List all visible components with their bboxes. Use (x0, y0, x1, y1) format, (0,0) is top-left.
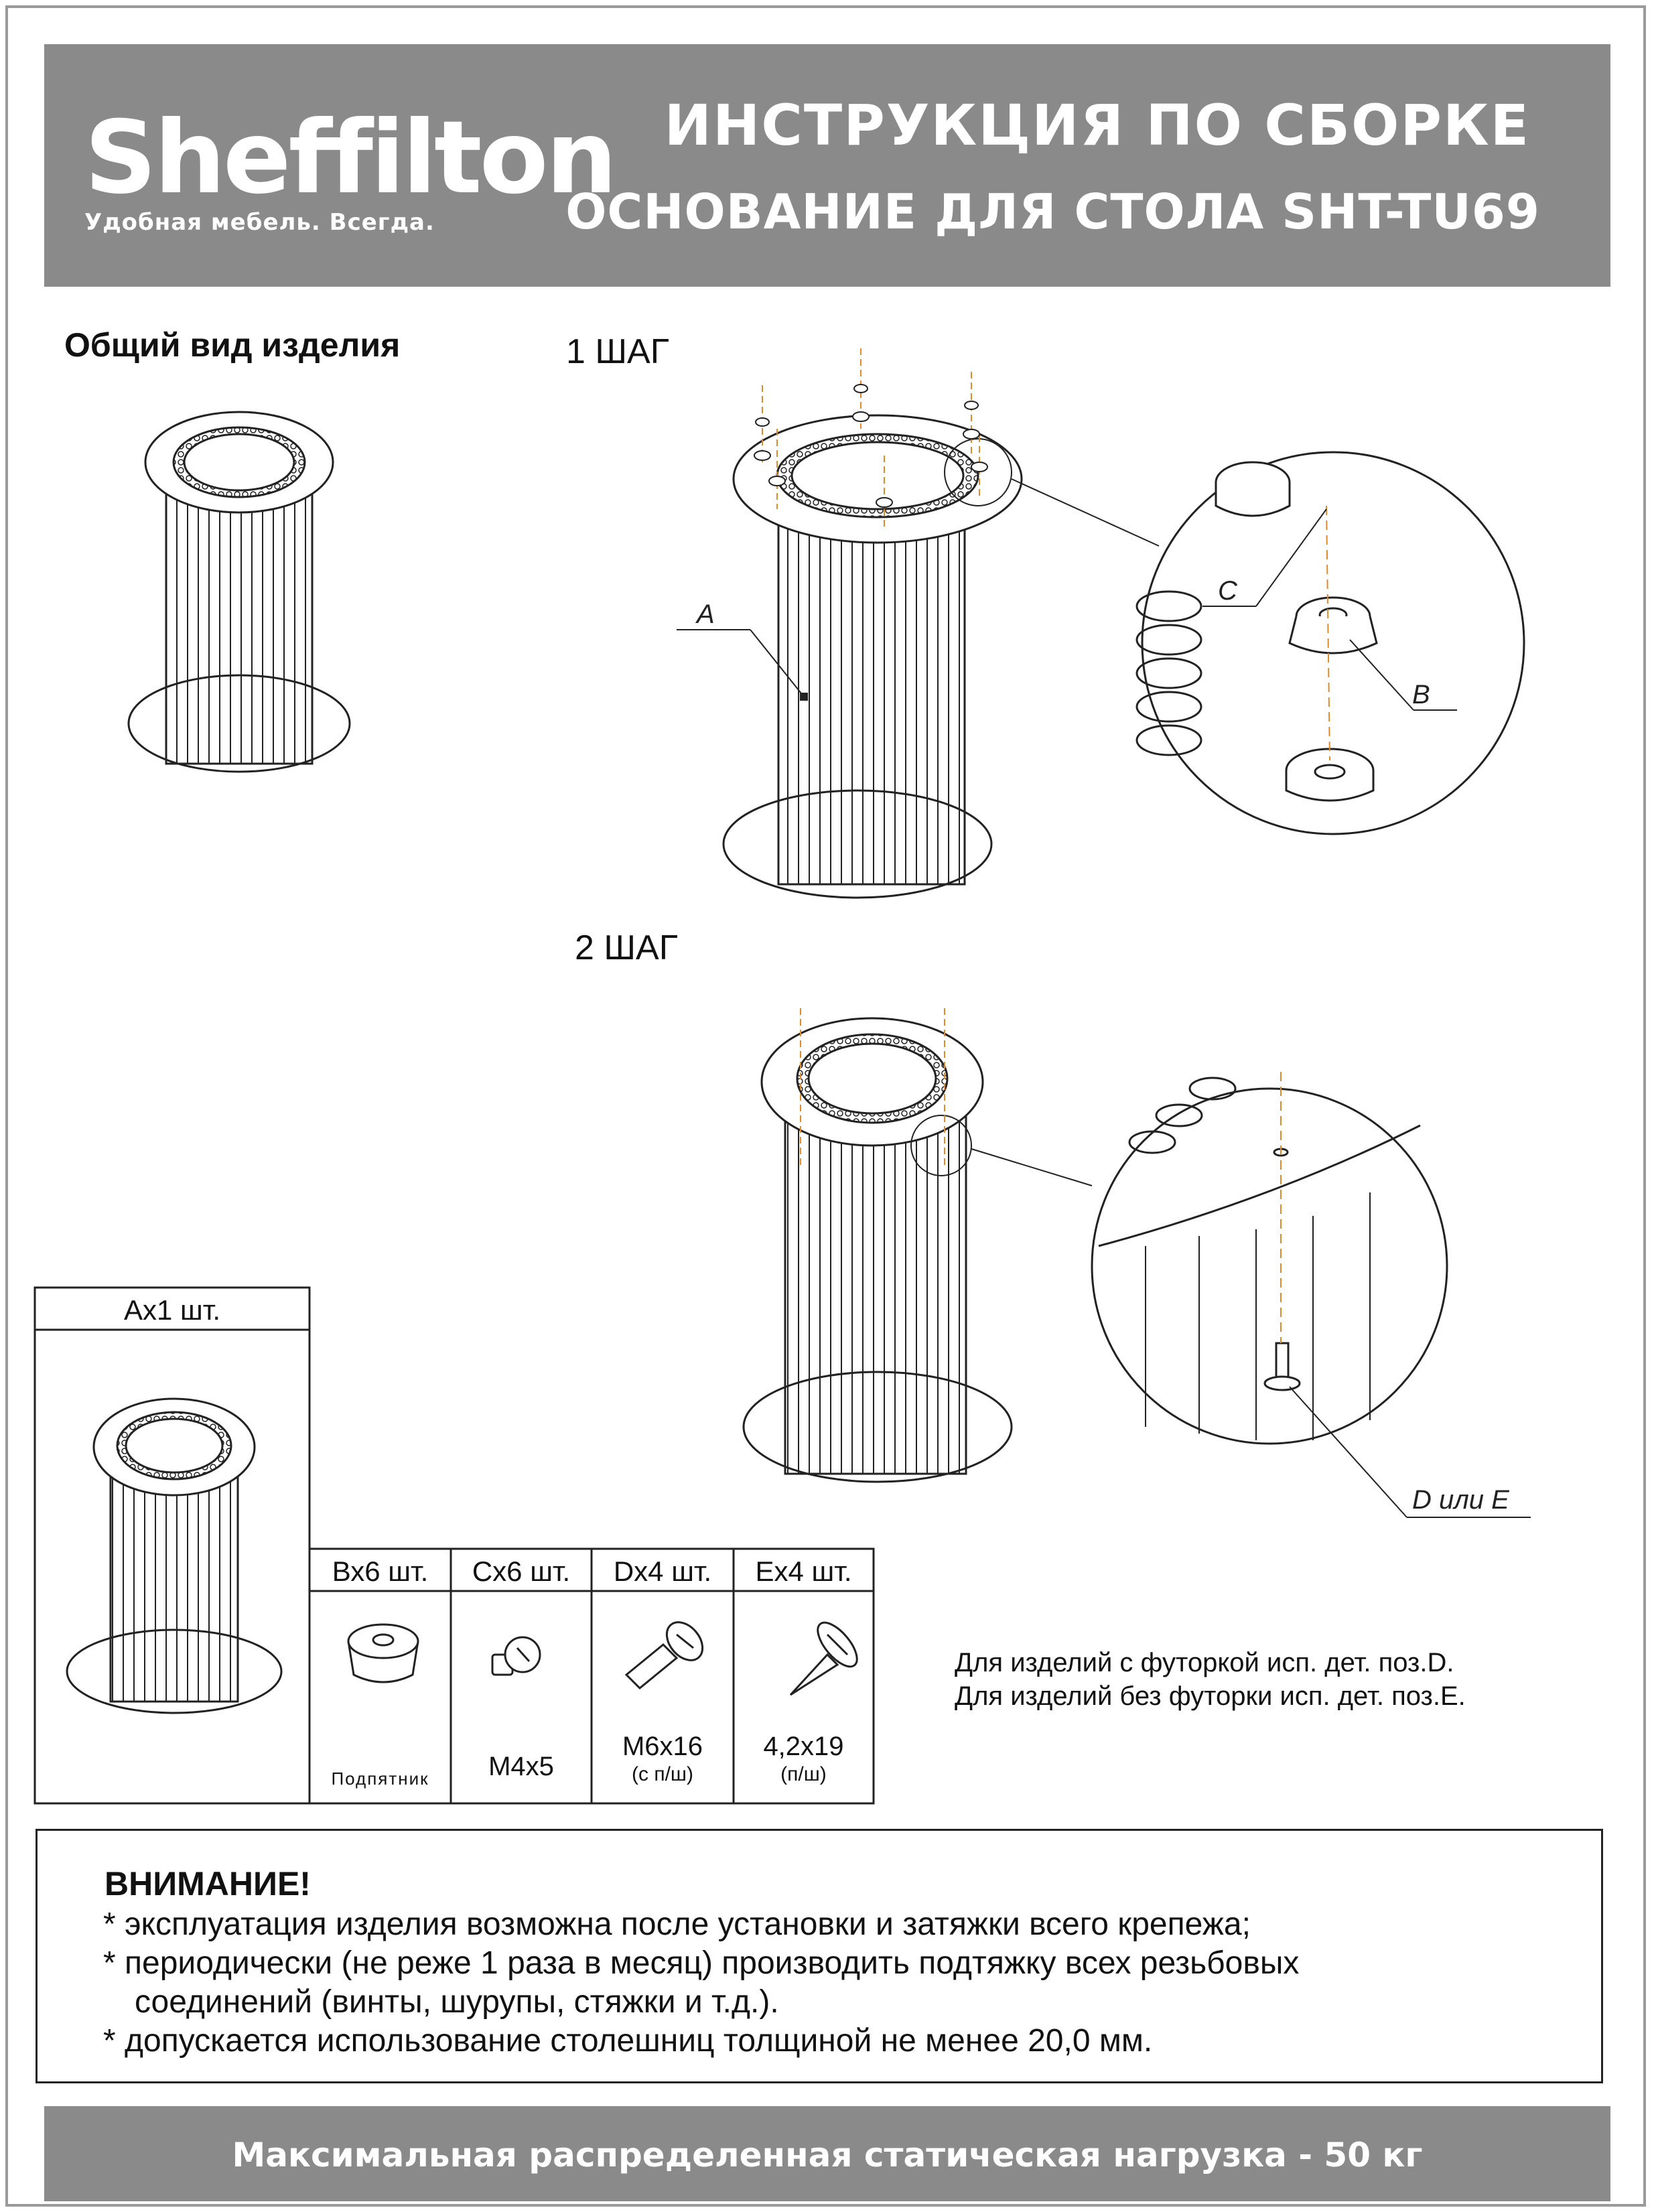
warning-line-1: * эксплуатация изделия возможна после ус… (103, 1907, 1251, 1942)
fastener-note: Для изделий с футоркой исп. дет. поз.D. … (955, 1646, 1466, 1713)
callout-a-text: A (695, 600, 715, 629)
step1-detail-axis (1326, 505, 1330, 761)
brand-tagline: Удобная мебель. Всегда. (84, 209, 435, 236)
general-view-label: Общий вид изделия (64, 326, 401, 364)
part-a-drawing (66, 1397, 283, 1714)
callout-de-leader (1289, 1386, 1531, 1518)
note-line-1: Для изделий с футоркой исп. дет. поз.D. (955, 1648, 1454, 1677)
warning-line-2: * периодически (не реже 1 раза в месяц) … (103, 1945, 1300, 1981)
step1-detail-circle (1135, 451, 1525, 835)
part-b-header: Вх6 шт. (332, 1556, 429, 1587)
part-c-screw-m4 (491, 1636, 541, 1676)
footer-banner: Максимальная распределенная статическая … (44, 2106, 1610, 2201)
callout-b-text: B (1412, 680, 1430, 709)
callout-bc-leaders (1202, 508, 1457, 711)
part-e-header: Ех4 шт. (755, 1556, 852, 1587)
part-e-subcaption: (п/ш) (780, 1763, 827, 1785)
part-c-header: Сх6 шт. (472, 1556, 571, 1587)
page-frame (5, 5, 1646, 2207)
part-d-subcaption: (с п/ш) (632, 1763, 693, 1785)
step2-base-drawing (742, 1017, 1013, 1483)
step2-axes (800, 1008, 945, 1166)
part-e-caption: 4,2х19 (763, 1732, 844, 1761)
part-b-bumper (347, 1623, 419, 1683)
part-b-caption: Подпятник (331, 1769, 429, 1789)
callout-c-text: C (1218, 576, 1238, 606)
document-title: ИНСТРУКЦИЯ ПО СБОРКЕ (664, 92, 1530, 158)
part-d-bolt-m6 (624, 1621, 704, 1690)
step1-bumpers (754, 384, 988, 508)
max-load-text: Максимальная распределенная статическая … (232, 2136, 1423, 2174)
callout-a-leader (677, 629, 808, 701)
warning-line-3: соединений (винты, шурупы, стяжки и т.д.… (135, 1984, 779, 2020)
parts-table (33, 1286, 875, 1805)
brand-logo: Sheffilton (84, 100, 617, 216)
general-view-drawing (127, 411, 351, 773)
callout-de-text: D или E (1412, 1485, 1510, 1515)
part-e-screw-wood (789, 1621, 858, 1696)
step1-base-drawing (722, 414, 1023, 899)
step2-label: 2 ШАГ (575, 928, 678, 967)
product-title: ОСНОВАНИЕ ДЛЯ СТОЛА SHT-TU69 (565, 184, 1540, 240)
header-banner: Sheffilton Удобная мебель. Всегда. ИНСТР… (44, 44, 1610, 287)
warning-line-4: * допускается использование столешниц то… (103, 2023, 1153, 2059)
part-c-caption: М4х5 (488, 1752, 554, 1781)
note-line-2: Для изделий без футорки исп. дет. поз.E. (955, 1681, 1466, 1711)
part-d-header: Dх4 шт. (613, 1556, 712, 1587)
warning-title: ВНИМАНИЕ! (105, 1865, 311, 1903)
warning-box: ВНИМАНИЕ! * эксплуатация изделия возможн… (36, 1829, 1603, 2083)
part-a-header: Ах1 шт. (124, 1294, 220, 1326)
part-d-caption: М6х16 (622, 1732, 703, 1761)
step1-label: 1 ШАГ (566, 332, 669, 371)
step2-detail-circle (1091, 1077, 1448, 1445)
